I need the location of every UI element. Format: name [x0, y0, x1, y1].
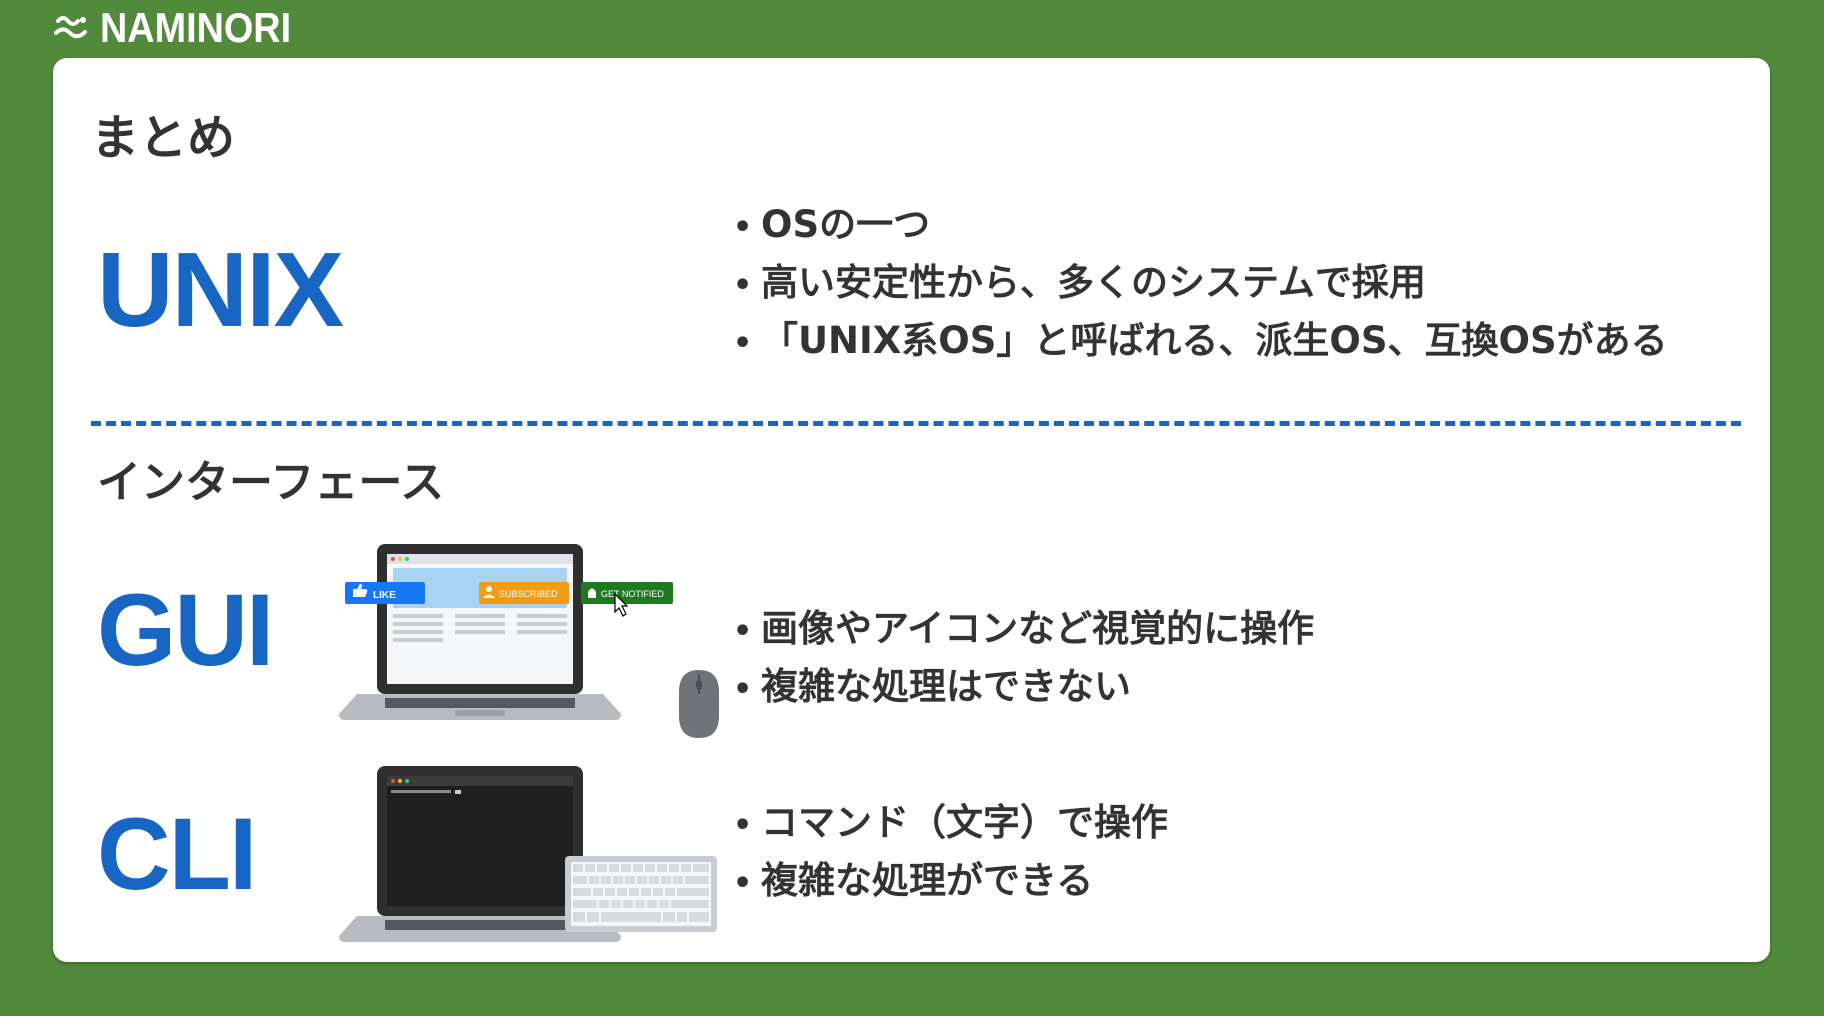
list-item: •高い安定性から、多くのシステムで採用	[733, 254, 1668, 312]
gui-bullets: •画像やアイコンなど視覚的に操作 •複雑な処理はできない	[733, 600, 1314, 716]
wave-logo-icon	[54, 16, 87, 39]
notified-label: GET NOTIFIED	[601, 589, 664, 599]
like-label: LIKE	[373, 590, 396, 601]
bullet-text: 画像やアイコンなど視覚的に操作	[761, 607, 1315, 650]
list-item: •OSの一つ	[733, 196, 1668, 254]
bullet-icon: •	[733, 326, 753, 361]
bullet-icon: •	[733, 672, 753, 707]
bullet-icon: •	[733, 808, 753, 843]
cli-bullets: •コマンド（文字）で操作 •複雑な処理ができる	[733, 794, 1168, 910]
list-item: •複雑な処理ができる	[733, 852, 1168, 910]
list-item: •画像やアイコンなど視覚的に操作	[733, 600, 1314, 658]
list-item: •複雑な処理はできない	[733, 658, 1314, 716]
bullet-text: 複雑な処理はできない	[761, 665, 1131, 708]
section-divider	[91, 421, 1741, 426]
bullet-icon: •	[733, 866, 753, 901]
notified-button-graphic	[581, 582, 673, 604]
list-item: •コマンド（文字）で操作	[733, 794, 1168, 852]
bell-icon	[588, 588, 596, 598]
bullet-icon: •	[733, 268, 753, 303]
bullet-text: 高い安定性から、多くのシステムで採用	[761, 261, 1426, 304]
list-item: •「UNIX系OS」と呼ばれる、派生OS、互換OSがある	[733, 312, 1668, 370]
bullet-text: 複雑な処理ができる	[761, 859, 1094, 902]
hand-cursor-icon	[614, 592, 629, 617]
unix-bullets: •OSの一つ •高い安定性から、多くのシステムで採用 •「UNIX系OS」と呼ば…	[733, 196, 1668, 370]
brand: NAMINORI	[54, 4, 312, 52]
mouse-icon	[679, 670, 719, 738]
unix-term: UNIX	[97, 231, 344, 349]
bullet-icon: •	[733, 614, 753, 649]
bullet-text: OSの一つ	[761, 203, 931, 246]
person-icon	[486, 586, 492, 592]
bullet-text: コマンド（文字）で操作	[761, 801, 1168, 844]
slide-title: まとめ	[91, 110, 236, 166]
brand-name: NAMINORI	[100, 4, 292, 51]
interface-title: インターフェース	[97, 457, 445, 508]
thumbs-up-icon	[353, 583, 368, 597]
gui-term: GUI	[97, 573, 274, 687]
like-button-graphic	[345, 582, 425, 604]
gui-laptop-illustration: LIKE SUBSCRIBED GET NOTIFIED	[339, 544, 719, 738]
keyboard-icon	[565, 856, 717, 932]
cli-laptop-illustration	[339, 766, 717, 942]
bullet-icon: •	[733, 210, 753, 245]
subscribed-button-graphic	[479, 582, 569, 604]
subscribed-label: SUBSCRIBED	[499, 589, 558, 599]
cli-term: CLI	[97, 797, 257, 911]
slide-card: まとめ UNIX •OSの一つ •高い安定性から、多くのシステムで採用 •「UN…	[53, 58, 1770, 962]
bullet-text: 「UNIX系OS」と呼ばれる、派生OS、互換OSがある	[761, 319, 1668, 362]
